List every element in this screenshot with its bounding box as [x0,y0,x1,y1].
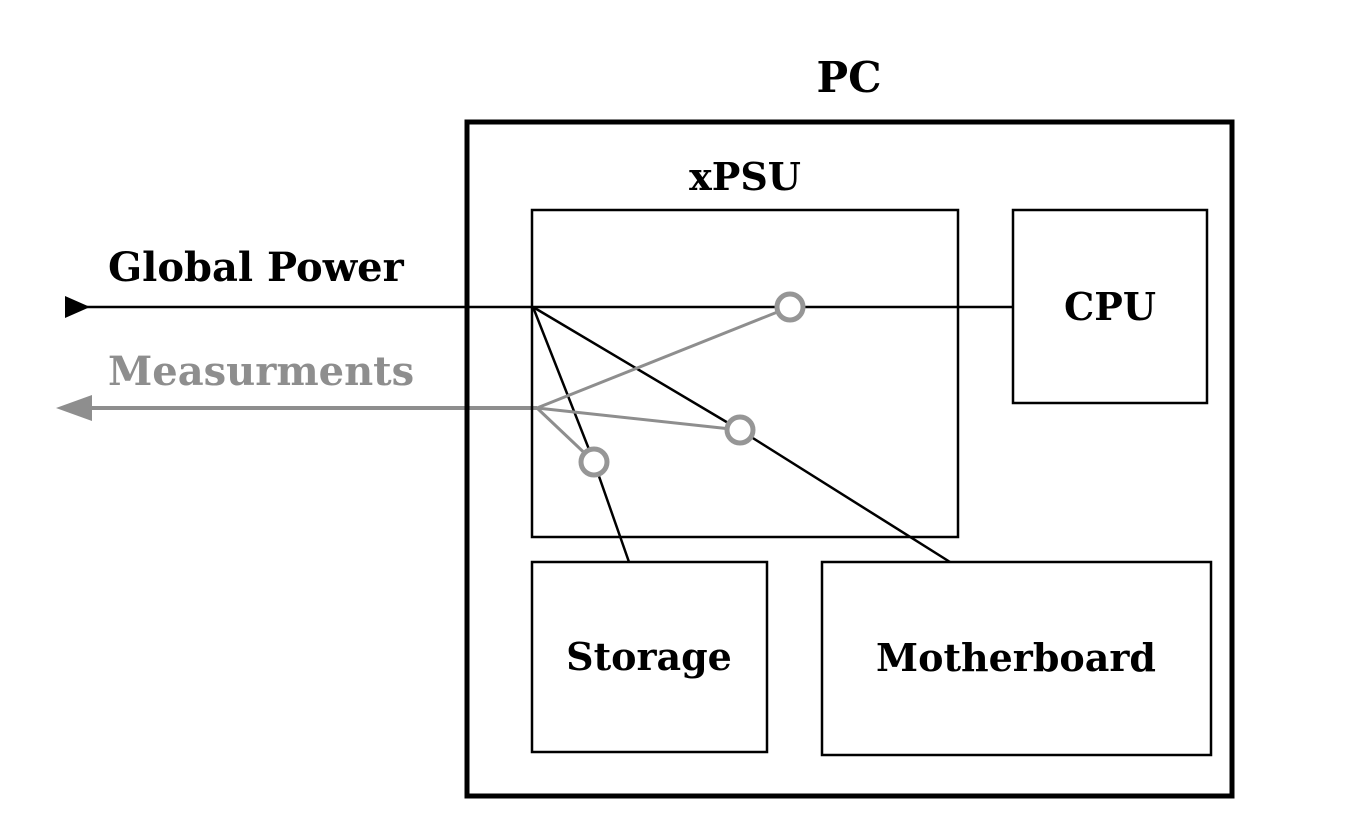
xpsu-box [530,208,960,539]
sensor-circle-storage [578,446,610,478]
sensor-circle-motherboard [724,414,756,446]
storage-label: Storage [566,634,732,679]
power-line-storage [531,306,631,563]
cpu-box [1011,208,1209,405]
measure-line-cpu-sensor [536,305,791,410]
cpu-label: CPU [1064,284,1156,329]
global-power-label: Global Power [108,244,405,291]
pc-label: PC [816,53,881,102]
storage-box [530,560,769,754]
motherboard-box [820,560,1213,757]
pc-box [464,119,1235,799]
xpsu-label: xPSU [689,154,801,199]
measurements-arrowhead-icon [56,395,92,421]
motherboard-label: Motherboard [876,635,1156,680]
measure-line-motherboard-sensor [536,406,741,432]
sensor-circle-cpu [774,291,806,323]
measurements-label: Measurments [108,348,414,395]
global-power-arrowhead-icon [65,296,90,318]
